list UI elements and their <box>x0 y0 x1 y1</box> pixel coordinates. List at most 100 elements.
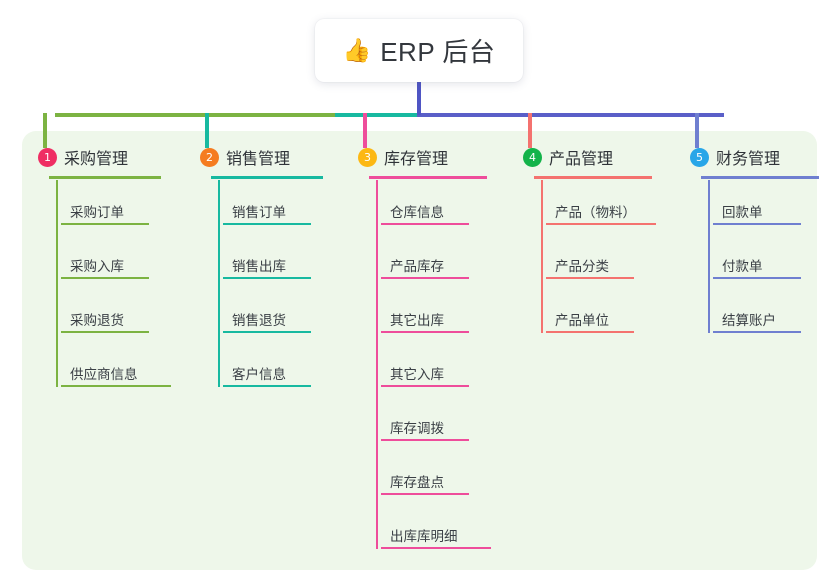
column-drop-connector-3 <box>363 113 367 148</box>
column-5[interactable]: 5 财务管理回款单付款单结算账户 <box>690 144 819 342</box>
column-drop-connector-5 <box>695 113 699 148</box>
list-item-rule <box>381 331 469 333</box>
list-item-rule <box>61 223 149 225</box>
column-2[interactable]: 2 销售管理销售订单销售出库销售退货客户信息 <box>200 144 323 396</box>
list-item-label: 销售出库 <box>232 259 286 274</box>
list-item-rule <box>223 277 311 279</box>
column-spine-connector <box>541 180 543 333</box>
list-item[interactable]: 销售出库 <box>200 234 311 288</box>
list-item[interactable]: 采购订单 <box>38 180 149 234</box>
list-item-rule <box>381 223 469 225</box>
list-item-label: 销售退货 <box>232 313 286 328</box>
list-item[interactable]: 采购退货 <box>38 288 149 342</box>
column-header-4[interactable]: 4 产品管理 <box>523 144 652 179</box>
list-item[interactable]: 销售退货 <box>200 288 311 342</box>
list-item-rule <box>713 277 801 279</box>
column-header-1[interactable]: 1 采购管理 <box>38 144 161 179</box>
column-title: 库存管理 <box>384 151 449 168</box>
list-item-label: 库存盘点 <box>390 475 444 490</box>
list-item[interactable]: 客户信息 <box>200 342 311 396</box>
list-item-label: 客户信息 <box>232 367 286 382</box>
list-item-rule <box>381 493 469 495</box>
column-title: 财务管理 <box>716 151 781 168</box>
thumbs-up-icon: 👍 <box>342 37 372 63</box>
list-item[interactable]: 销售订单 <box>200 180 311 234</box>
column-4[interactable]: 4 产品管理产品（物料） 产品分类产品单位 <box>523 144 656 342</box>
trunk-segment-right <box>417 113 724 117</box>
list-item[interactable]: 产品单位 <box>523 288 634 342</box>
list-item[interactable]: 库存调拨 <box>358 396 469 450</box>
column-number-badge: 5 <box>690 147 709 167</box>
column-item-list: 销售订单销售出库销售退货客户信息 <box>200 180 311 396</box>
list-item-label: 其它入库 <box>390 367 444 382</box>
list-item-label: 付款单 <box>722 259 763 274</box>
list-item[interactable]: 产品库存 <box>358 234 469 288</box>
list-item-rule <box>61 385 171 387</box>
list-item-rule <box>546 223 656 225</box>
list-item-rule <box>713 223 801 225</box>
list-item[interactable]: 采购入库 <box>38 234 149 288</box>
list-item-rule <box>546 331 634 333</box>
list-item[interactable]: 付款单 <box>690 234 801 288</box>
list-item-label: 产品（物料） <box>555 205 636 220</box>
list-item-rule <box>223 385 311 387</box>
column-drop-connector-1 <box>43 113 47 148</box>
list-item-label: 产品单位 <box>555 313 609 328</box>
trunk-segment-left <box>55 113 335 117</box>
column-drop-connector-2 <box>205 113 209 148</box>
list-item-rule <box>713 331 801 333</box>
column-title: 产品管理 <box>549 151 614 168</box>
list-item[interactable]: 产品分类 <box>523 234 634 288</box>
column-header-rule <box>534 176 652 179</box>
list-item-rule <box>61 331 149 333</box>
list-item-label: 结算账户 <box>722 313 776 328</box>
list-item-rule <box>223 223 311 225</box>
column-spine-connector <box>218 180 220 387</box>
column-title: 采购管理 <box>64 151 129 168</box>
column-number-badge: 3 <box>358 147 377 167</box>
column-item-list: 产品（物料） 产品分类产品单位 <box>523 180 656 342</box>
column-header-5[interactable]: 5 财务管理 <box>690 144 819 179</box>
list-item-rule <box>381 547 491 549</box>
list-item[interactable]: 供应商信息 <box>38 342 171 396</box>
list-item-rule <box>546 277 634 279</box>
column-header-rule <box>49 176 161 179</box>
list-item[interactable]: 产品（物料） <box>523 180 656 234</box>
column-header-rule <box>211 176 323 179</box>
list-item-label: 产品分类 <box>555 259 609 274</box>
list-item-label: 仓库信息 <box>390 205 444 220</box>
list-item[interactable]: 仓库信息 <box>358 180 469 234</box>
column-spine-connector <box>56 180 58 387</box>
list-item[interactable]: 回款单 <box>690 180 801 234</box>
list-item-rule <box>223 331 311 333</box>
list-item-label: 其它出库 <box>390 313 444 328</box>
list-item-label: 销售订单 <box>232 205 286 220</box>
column-header-3[interactable]: 3 库存管理 <box>358 144 487 179</box>
column-spine-connector <box>376 180 378 549</box>
root-title: ERP 后台 <box>380 37 496 67</box>
list-item[interactable]: 其它出库 <box>358 288 469 342</box>
column-title: 销售管理 <box>226 151 291 168</box>
column-number-badge: 1 <box>38 147 57 167</box>
column-3[interactable]: 3 库存管理仓库信息产品库存其它出库其它入库库存调拨库存盘点出库库明细 <box>358 144 491 558</box>
column-item-list: 回款单付款单结算账户 <box>690 180 801 342</box>
list-item-label: 供应商信息 <box>70 367 138 382</box>
column-number-badge: 4 <box>523 147 542 167</box>
column-spine-connector <box>708 180 710 333</box>
column-header-2[interactable]: 2 销售管理 <box>200 144 323 179</box>
list-item-label: 采购订单 <box>70 205 124 220</box>
column-number-badge: 2 <box>200 147 219 167</box>
list-item[interactable]: 结算账户 <box>690 288 801 342</box>
trunk-segment-mid <box>335 113 417 117</box>
root-stem-connector <box>417 82 421 115</box>
column-1[interactable]: 1 采购管理采购订单采购入库采购退货供应商信息 <box>38 144 171 396</box>
root-node[interactable]: 👍 ERP 后台 <box>315 19 523 82</box>
list-item-rule <box>381 439 469 441</box>
list-item[interactable]: 其它入库 <box>358 342 469 396</box>
column-header-rule <box>701 176 819 179</box>
list-item-label: 回款单 <box>722 205 763 220</box>
list-item[interactable]: 出库库明细 <box>358 504 491 558</box>
list-item[interactable]: 库存盘点 <box>358 450 469 504</box>
list-item-label: 出库库明细 <box>390 529 458 544</box>
